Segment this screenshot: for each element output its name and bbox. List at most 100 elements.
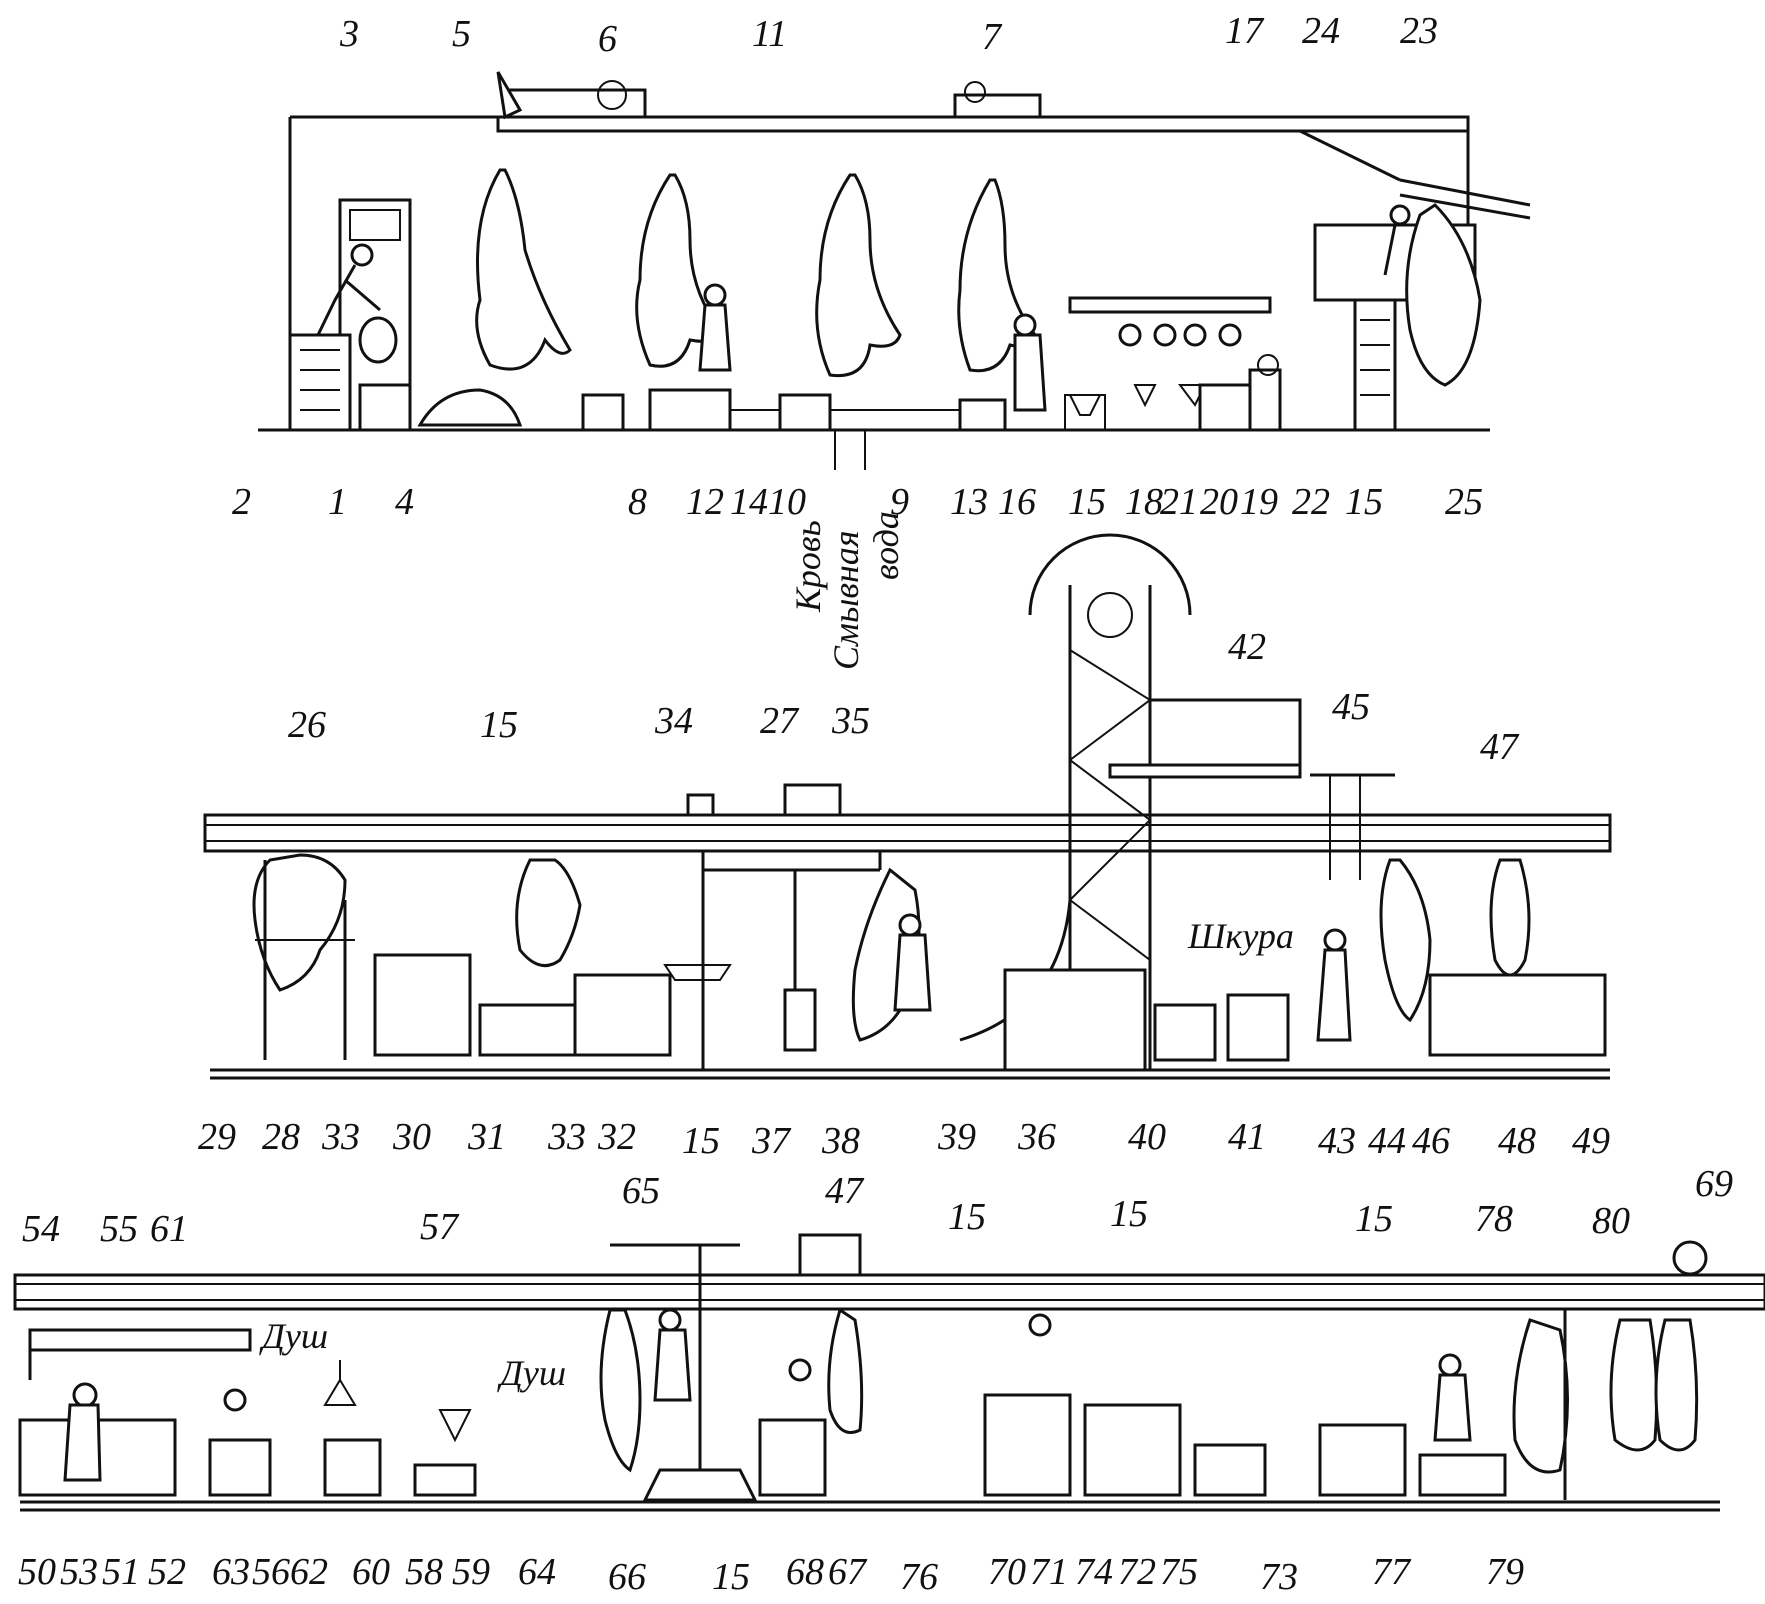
blood-label: Кровь <box>788 520 828 612</box>
label-46: 46 <box>1412 1120 1450 1162</box>
label-33: 33 <box>322 1116 360 1158</box>
label-47b: 47 <box>825 1170 863 1212</box>
label-48: 48 <box>1498 1120 1536 1162</box>
label-57: 57 <box>420 1206 458 1248</box>
label-51: 51 <box>102 1551 140 1593</box>
label-15e: 15 <box>948 1196 986 1238</box>
shower-label-2: Душ <box>500 1353 567 1393</box>
label-25: 25 <box>1445 481 1483 523</box>
label-38: 38 <box>822 1120 860 1162</box>
label-70: 70 <box>988 1551 1026 1593</box>
label-35: 35 <box>832 700 870 742</box>
label-15g: 15 <box>1355 1198 1393 1240</box>
label-36: 36 <box>1018 1116 1056 1158</box>
label-12: 12 <box>686 481 724 523</box>
label-45: 45 <box>1332 686 1370 728</box>
label-56: 56 <box>252 1551 290 1593</box>
label-69: 69 <box>1695 1163 1733 1205</box>
label-52: 52 <box>148 1551 186 1593</box>
label-18: 18 <box>1125 481 1163 523</box>
label-9: 9 <box>890 481 909 523</box>
label-30: 30 <box>393 1116 431 1158</box>
label-72: 72 <box>1118 1551 1156 1593</box>
label-61: 61 <box>150 1208 188 1250</box>
label-44: 44 <box>1368 1120 1406 1162</box>
label-77: 77 <box>1372 1551 1410 1593</box>
label-68: 68 <box>786 1551 824 1593</box>
label-40: 40 <box>1128 1116 1166 1158</box>
shower-label-1: Душ <box>262 1316 329 1356</box>
label-21: 21 <box>1160 481 1198 523</box>
label-78: 78 <box>1475 1198 1513 1240</box>
label-24: 24 <box>1302 10 1340 52</box>
label-28: 28 <box>262 1116 300 1158</box>
label-63: 63 <box>212 1551 250 1593</box>
label-34: 34 <box>655 700 693 742</box>
label-4: 4 <box>395 481 414 523</box>
label-59: 59 <box>452 1551 490 1593</box>
label-26: 26 <box>288 704 326 746</box>
label-67: 67 <box>828 1551 866 1593</box>
label-8: 8 <box>628 481 647 523</box>
label-55: 55 <box>100 1208 138 1250</box>
label-16: 16 <box>998 481 1036 523</box>
row-2 <box>203 533 1612 1080</box>
hide-label: Шкура <box>1188 916 1294 956</box>
label-19: 19 <box>1240 481 1278 523</box>
label-47: 47 <box>1480 726 1518 768</box>
label-15: 15 <box>1068 481 1106 523</box>
label-37: 37 <box>752 1120 790 1162</box>
wash-water-label-2: вода <box>866 511 906 580</box>
label-13: 13 <box>950 481 988 523</box>
label-15h: 15 <box>712 1556 750 1598</box>
label-62: 62 <box>290 1551 328 1593</box>
label-58: 58 <box>405 1551 443 1593</box>
label-71: 71 <box>1030 1551 1068 1593</box>
label-1: 1 <box>328 481 347 523</box>
label-74: 74 <box>1075 1551 1113 1593</box>
label-60: 60 <box>352 1551 390 1593</box>
label-76: 76 <box>900 1556 938 1598</box>
label-3: 3 <box>340 13 359 55</box>
label-79: 79 <box>1486 1551 1524 1593</box>
row-3 <box>13 1233 1765 1512</box>
label-10: 10 <box>768 481 806 523</box>
label-64: 64 <box>518 1551 556 1593</box>
row-1 <box>258 71 1531 470</box>
label-7: 7 <box>982 16 1001 58</box>
label-6: 6 <box>598 18 617 60</box>
label-11: 11 <box>752 13 788 55</box>
label-53: 53 <box>60 1551 98 1593</box>
label-20: 20 <box>1200 481 1238 523</box>
label-5: 5 <box>452 13 471 55</box>
wash-water-label-1: Смывная <box>826 530 866 670</box>
label-23: 23 <box>1400 10 1438 52</box>
label-80: 80 <box>1592 1200 1630 1242</box>
label-75: 75 <box>1160 1551 1198 1593</box>
label-39: 39 <box>938 1116 976 1158</box>
label-2: 2 <box>232 481 251 523</box>
label-33b: 33 <box>548 1116 586 1158</box>
label-42: 42 <box>1228 626 1266 668</box>
label-29: 29 <box>198 1116 236 1158</box>
label-15f: 15 <box>1110 1193 1148 1235</box>
label-15b: 15 <box>1345 481 1383 523</box>
label-15d: 15 <box>682 1120 720 1162</box>
label-43: 43 <box>1318 1120 1356 1162</box>
label-65: 65 <box>622 1170 660 1212</box>
label-14: 14 <box>730 481 768 523</box>
label-27: 27 <box>760 700 798 742</box>
label-32: 32 <box>598 1116 636 1158</box>
label-41: 41 <box>1228 1116 1266 1158</box>
label-49: 49 <box>1572 1120 1610 1162</box>
label-15c: 15 <box>480 704 518 746</box>
label-66: 66 <box>608 1556 646 1598</box>
label-22: 22 <box>1292 481 1330 523</box>
label-50: 50 <box>18 1551 56 1593</box>
label-17: 17 <box>1225 10 1263 52</box>
label-73: 73 <box>1260 1556 1298 1598</box>
label-54: 54 <box>22 1208 60 1250</box>
label-31: 31 <box>468 1116 506 1158</box>
